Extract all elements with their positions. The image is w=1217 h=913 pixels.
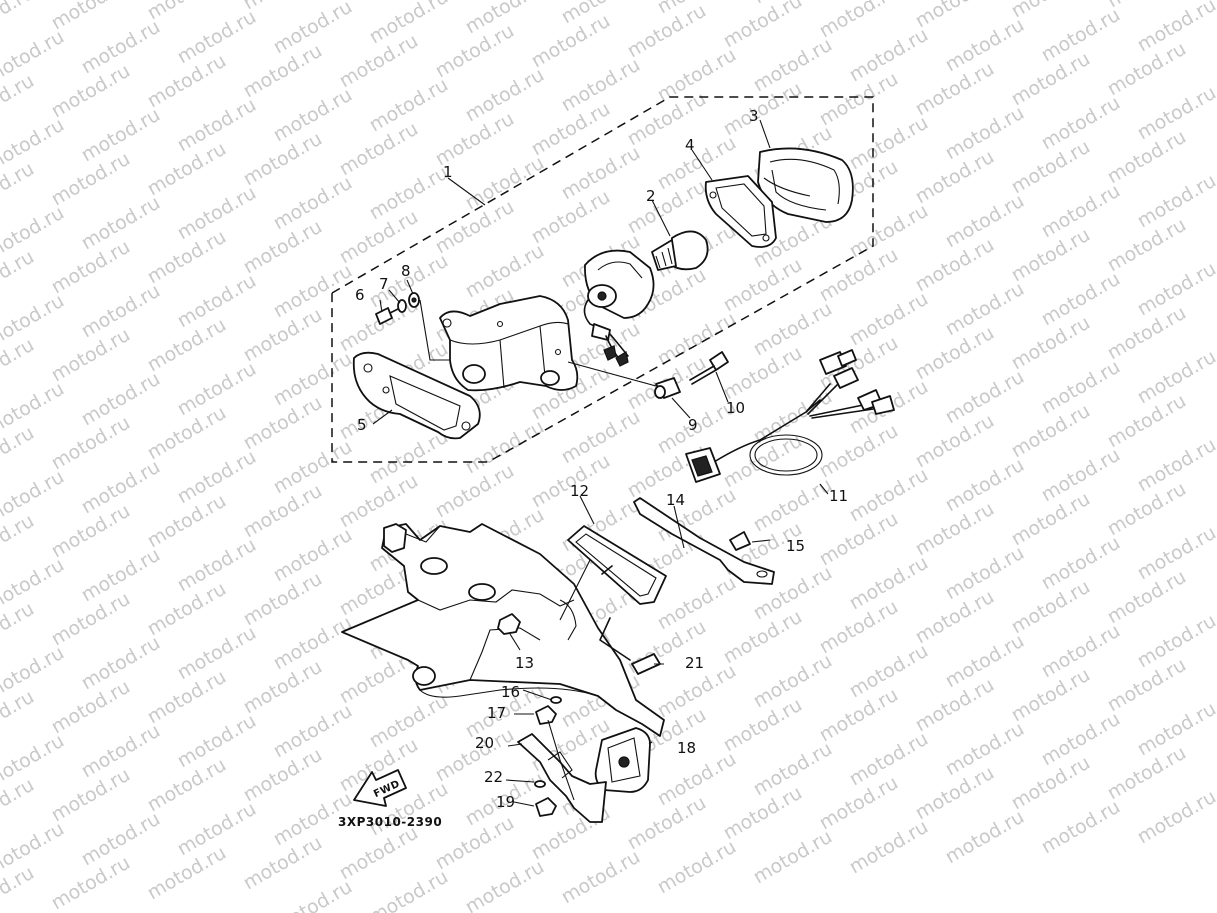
watermark-text: motod.ru: [0, 0, 38, 44]
leader-lines-lower: [505, 495, 771, 807]
part-gasket: [704, 175, 777, 248]
callout-10: 10: [726, 399, 745, 417]
part-bracket: [633, 497, 775, 585]
part-reflector: [594, 727, 651, 793]
callout-22: 22: [484, 768, 503, 786]
part-license-lens: [567, 525, 667, 605]
callout-11: 11: [829, 487, 848, 505]
callout-9: 9: [688, 416, 698, 434]
callout-20: 20: [475, 734, 494, 752]
watermark-text: motod.ru: [846, 816, 932, 879]
diagram-code: 3XP3010-2390: [338, 815, 442, 829]
watermark-text: motod.ru: [912, 0, 998, 32]
part-base-gasket: [352, 351, 481, 440]
part-housing: [439, 295, 579, 392]
watermark-text: motod.ru: [816, 0, 902, 42]
watermark-text: motod.ru: [1134, 786, 1217, 849]
callout-21: 21: [685, 654, 704, 672]
callout-4: 4: [685, 136, 695, 154]
callout-13: 13: [515, 654, 534, 672]
part-lower-bracket: [517, 733, 607, 823]
part-wire-harness: [685, 349, 895, 495]
callout-7: 7: [379, 275, 389, 293]
watermark-text: motod.ru: [270, 876, 356, 913]
watermark-text: motod.ru: [366, 866, 452, 913]
callout-6: 6: [355, 286, 365, 304]
part-collar-bolt: [654, 351, 729, 399]
watermark-text: motod.ru: [144, 0, 230, 24]
callout-14: 14: [666, 491, 685, 509]
callout-17: 17: [487, 704, 506, 722]
callout-15: 15: [786, 537, 805, 555]
watermark-text: motod.ru: [750, 826, 836, 889]
watermark-text: motod.ru: [720, 0, 806, 52]
watermark-text: motod.ru: [1008, 0, 1094, 22]
part-nut-13: [497, 613, 521, 635]
callout-8: 8: [401, 262, 411, 280]
watermark-text: motod.ru: [462, 856, 548, 913]
part-bulb: [651, 230, 709, 271]
part-socket: [583, 249, 655, 367]
callout-5: 5: [357, 416, 367, 434]
leader-lines: [372, 119, 771, 425]
callout-2: 2: [646, 187, 656, 205]
watermark-text: motod.ru: [1038, 796, 1124, 859]
assembly-dashed-outline: [331, 96, 874, 463]
callout-labels: 1 2 3 4 5 6 7 8 9 10 11 12 13 14 15 16 1…: [355, 107, 848, 811]
watermark-text: motod.ru: [942, 806, 1028, 869]
tail-light-assembly: [331, 96, 874, 463]
watermark-text: motod.ru: [654, 836, 740, 899]
callout-18: 18: [677, 739, 696, 757]
callout-16: 16: [501, 683, 520, 701]
watermark-text: motod.ru: [558, 846, 644, 909]
watermark-text: motod.ru: [48, 0, 134, 34]
callout-1: 1: [443, 163, 453, 181]
part-lens: [757, 147, 854, 223]
callout-3: 3: [749, 107, 759, 125]
callout-12: 12: [570, 482, 589, 500]
callout-19: 19: [496, 793, 515, 811]
